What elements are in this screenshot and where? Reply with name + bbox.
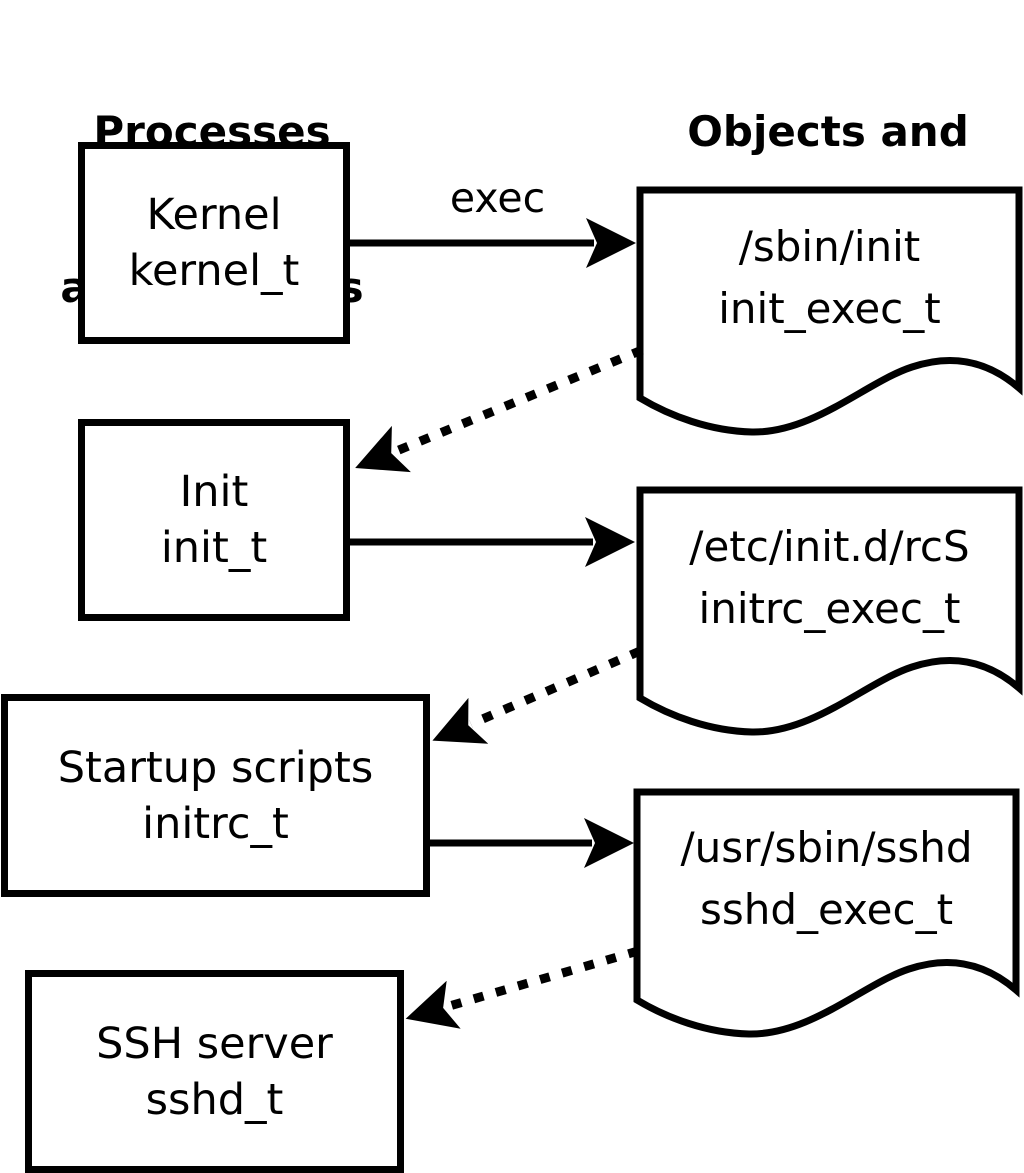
process-name: Startup scripts [57, 742, 374, 793]
object-type: initrc_exec_t [698, 583, 961, 633]
object-path: /usr/sbin/sshd [680, 822, 973, 872]
process-name: SSH server [96, 1018, 333, 1069]
exec-label: exec [449, 174, 546, 222]
process-type: initrc_t [142, 798, 289, 849]
object-doc-sbin-init: /sbin/init init_exec_t [640, 190, 1019, 397]
document-shape-usr-sbin-sshd [633, 788, 1020, 1038]
process-box-startup-scripts: Startup scripts initrc_t [1, 694, 430, 897]
object-type: init_exec_t [718, 283, 941, 333]
process-box-kernel: Kernel kernel_t [78, 142, 350, 344]
transition-arrow-init-exec-to-init [355, 345, 644, 473]
object-doc-usr-sbin-sshd: /usr/sbin/sshd sshd_exec_t [637, 792, 1016, 997]
transition-arrow-initrc-exec-to-startup-scripts [432, 646, 642, 744]
process-box-init: Init init_t [78, 419, 350, 621]
transition-arrow-sshd-exec-to-ssh-server [405, 946, 640, 1029]
object-path: /sbin/init [738, 221, 921, 271]
object-doc-etc-initd-rcs: /etc/init.d/rcS initrc_exec_t [640, 490, 1019, 697]
column-header-objects-line1: Objects and [687, 107, 969, 156]
process-name: Init [179, 467, 249, 517]
process-box-ssh-server: SSH server sshd_t [25, 970, 404, 1173]
document-shape-etc-initd-rcs [636, 486, 1023, 736]
process-type: sshd_t [145, 1074, 284, 1125]
process-type: init_t [160, 523, 268, 573]
document-shape-sbin-init [636, 186, 1023, 436]
process-name: Kernel [146, 190, 282, 240]
process-type: kernel_t [128, 246, 300, 296]
object-path: /etc/init.d/rcS [689, 521, 970, 571]
object-type: sshd_exec_t [699, 884, 954, 934]
